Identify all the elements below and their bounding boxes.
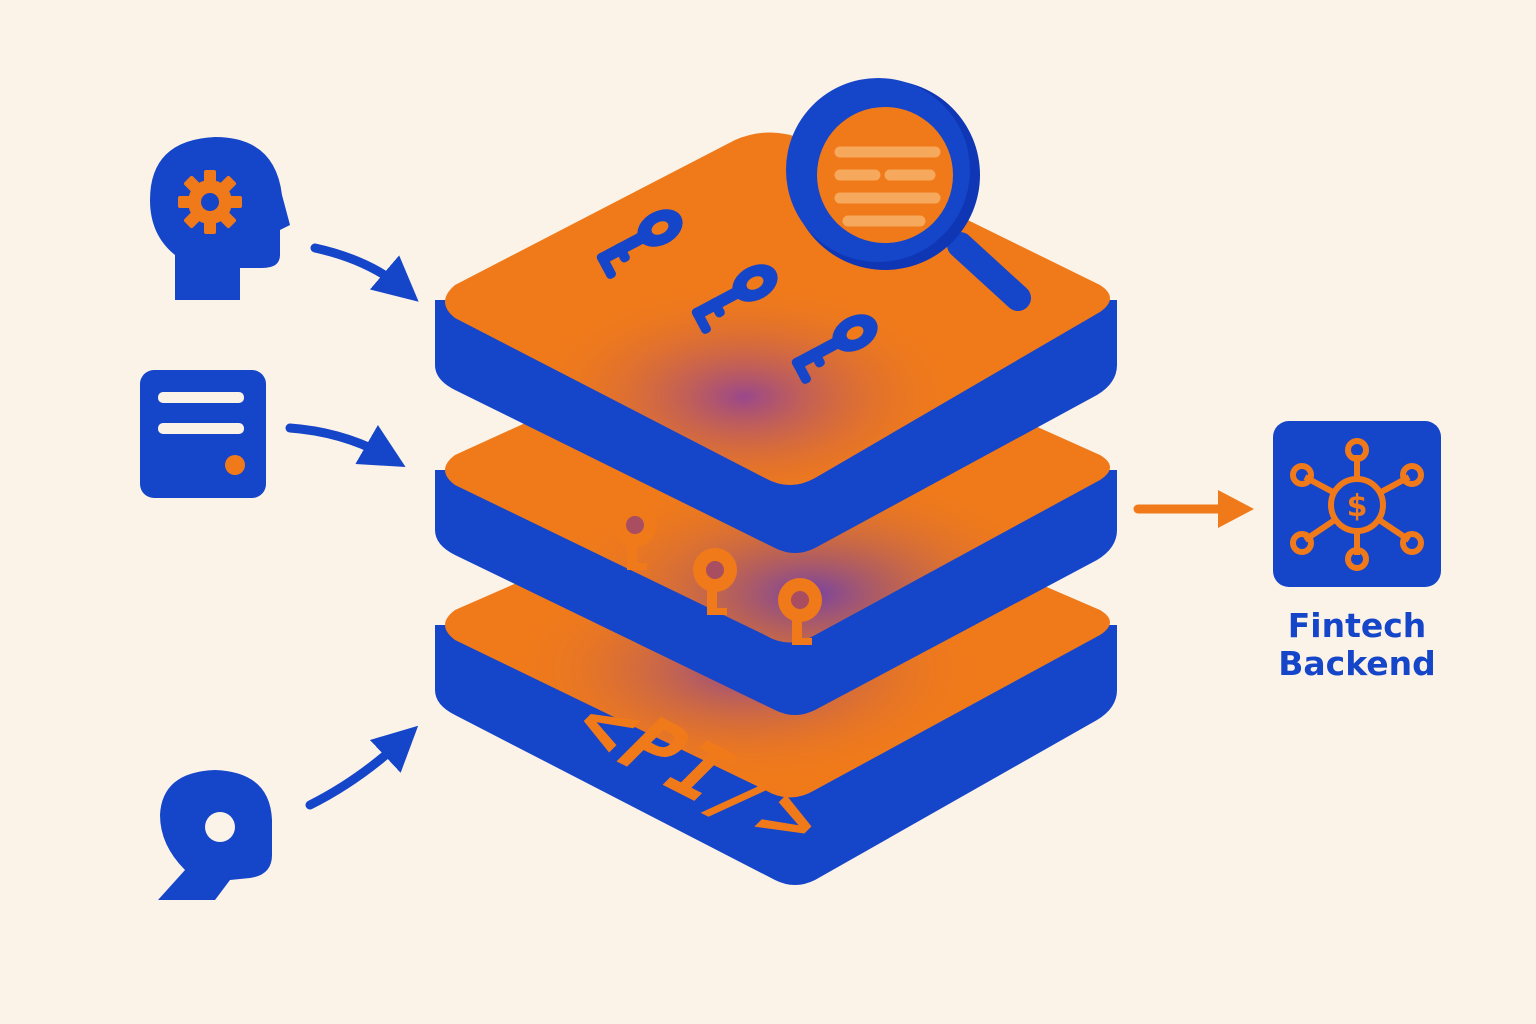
- output-label-line2: Backend: [1278, 644, 1436, 683]
- chat-head-icon: [158, 770, 272, 900]
- arrow-server-to-stack: [285, 423, 406, 468]
- access-keys-layer: [435, 78, 1117, 553]
- keyhole-icon: [613, 503, 822, 645]
- key-icon: [596, 209, 878, 384]
- input-arrows: [285, 243, 419, 810]
- svg-text:$: $: [1347, 489, 1368, 524]
- dollar-network-icon: $: [1273, 421, 1441, 587]
- server-document-icon: [140, 370, 266, 498]
- output-arrow: [1133, 490, 1254, 528]
- output-label-line1: Fintech: [1288, 606, 1427, 645]
- head-gear-icon: [150, 137, 290, 300]
- magnifier-icon: [786, 78, 1031, 311]
- arrow-head-to-stack: [310, 243, 419, 302]
- arrow-chat-to-stack: [305, 725, 419, 810]
